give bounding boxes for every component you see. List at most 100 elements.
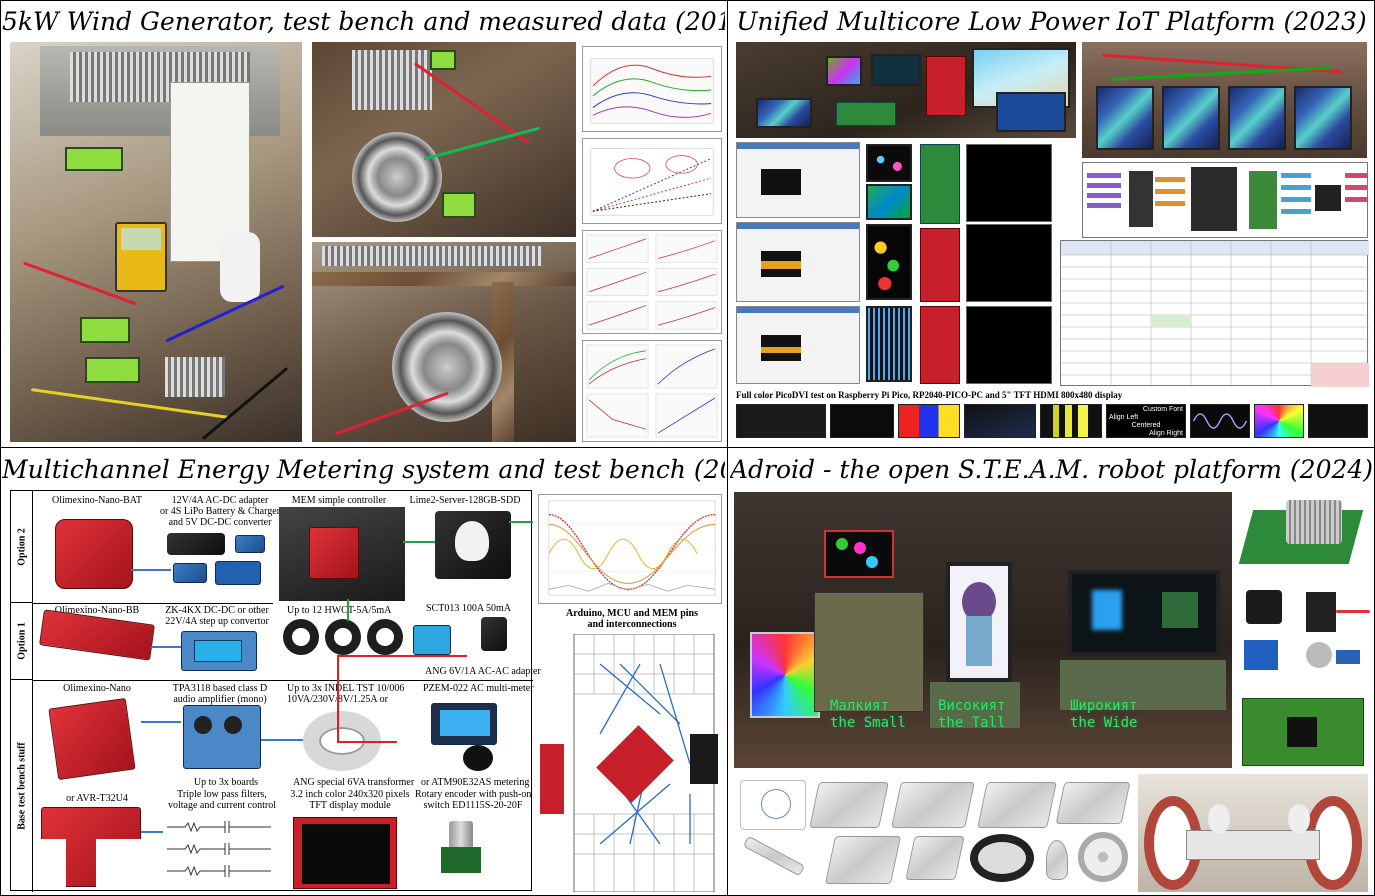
terminal-screenshot-1 — [966, 144, 1052, 222]
measured-data-chart-grid — [582, 230, 722, 334]
ac-dc-adapter — [167, 533, 225, 555]
raspberry-pi-photo — [1236, 494, 1370, 576]
picodvi-caption: Full color PicoDVI test on Raspberry Pi … — [736, 390, 1123, 400]
graphics-demo-1 — [866, 144, 912, 182]
cad-part-gear-ring — [970, 834, 1034, 882]
dvi-thumb-3 — [898, 404, 960, 438]
label-indel: Up to 3x INDEL TST 10/006 10VA/230V/8V/1… — [287, 683, 405, 705]
label-atm90e32: or ATM90E32AS metering — [421, 777, 530, 788]
label-avr-t32u4: or AVR-T32U4 — [66, 793, 128, 804]
thumb-centered: Centered — [1131, 422, 1161, 429]
arrow-bb-to-stepup — [151, 646, 181, 648]
robot-label-wide-en: the Wide — [1070, 715, 1138, 731]
pinout-diagram — [1082, 162, 1368, 238]
pins-diagram — [540, 633, 724, 893]
cad-part-6 — [905, 836, 965, 880]
dvi-thumb-5 — [1040, 404, 1102, 438]
dvi-thumb-7 — [1190, 404, 1250, 438]
iot-platform-title: Unified Multicore Low Power IoT Platform… — [736, 7, 1367, 36]
lime2-server-box — [435, 511, 511, 579]
label-filters: Triple low pass filters, voltage and cur… — [167, 789, 276, 811]
option-2-band: Option 2 — [11, 491, 33, 603]
label-tft-module: 3.2 inch color 240x320 pixels TFT displa… — [290, 789, 410, 811]
cad-part-drawing — [740, 780, 806, 830]
label-nano-bat: Olimexino-Nano-BAT — [52, 495, 142, 506]
robot-label-small-en: the Small — [830, 715, 906, 731]
avr-t32u4-board — [41, 807, 141, 887]
label-adapter: 12V/4A AC-DC adapter or 4S LiPo Battery … — [159, 495, 281, 528]
arrow-tpa-to-transformer — [261, 739, 303, 741]
robot-chassis-photo — [1138, 774, 1368, 892]
cad-parts — [734, 774, 1132, 892]
dvi-thumb-2 — [830, 404, 894, 438]
cad-part-2 — [891, 782, 975, 828]
ide-screenshot-1 — [736, 142, 860, 218]
step-up-converter — [181, 631, 257, 671]
nano-bat-board — [55, 519, 133, 589]
arrow-controller-to-server — [403, 541, 435, 543]
label-hwct: Up to 12 HWCT-5A/5mA — [287, 605, 392, 616]
graphics-demo-4 — [866, 306, 912, 382]
graphics-demo-2 — [866, 184, 912, 220]
wind-generator-panel: 5kW Wind Generator, test bench and measu… — [2, 2, 725, 445]
ac-ac-adapter — [481, 617, 507, 651]
dvi-thumb-9 — [1308, 404, 1368, 438]
label-pzem: PZEM-022 AC multi-meter — [423, 683, 534, 694]
hwct-sensor-1 — [283, 619, 319, 655]
hwct-sensor-3 — [367, 619, 403, 655]
metering-diagram: Option 2 Option 1 Base test bench stuff … — [10, 490, 541, 892]
pzem-ct-sensor — [463, 745, 493, 771]
tpa3118-amplifier — [183, 705, 261, 769]
robot-label-small-bg: Малкият — [830, 698, 890, 714]
cad-part-rail — [742, 835, 806, 877]
nano-bb-board — [39, 609, 155, 661]
label-ang-adapter: ANG 6V/1A AC-AC adapter — [425, 666, 541, 677]
robot-label-wide-bg: Широкият — [1070, 698, 1138, 714]
generator-rotor-photo — [312, 242, 576, 442]
ide-screenshot-3 — [736, 306, 860, 384]
mem-controller-photo — [279, 507, 405, 601]
nano-board — [48, 697, 136, 781]
iot-lab-photo — [736, 42, 1076, 138]
dvi-thumb-8 — [1254, 404, 1304, 438]
test-bench-photo — [10, 42, 302, 442]
benchmark-table — [1060, 240, 1369, 387]
terminal-screenshot-2 — [966, 224, 1052, 302]
robot-label-wide: Широкият the Wide — [1070, 698, 1137, 732]
cad-part-3 — [977, 782, 1057, 828]
label-lime2-server: Lime2-Server-128GB-SDD — [409, 495, 521, 506]
robot-label-tall-bg: Високият — [938, 698, 1006, 714]
cad-part-5 — [824, 836, 902, 884]
cad-part-1 — [809, 782, 889, 828]
controller-board-photo — [1236, 694, 1370, 770]
dc-dc-converter — [173, 563, 207, 583]
energy-metering-title: Multichannel Energy Metering system and … — [2, 455, 725, 484]
dvi-thumb-6: Custom Font Align Left Centered Align Ri… — [1106, 404, 1186, 438]
cad-part-shaft — [1046, 840, 1068, 880]
energy-metering-panel: Multichannel Energy Metering system and … — [2, 450, 725, 894]
label-ang-transformer: ANG special 6VA transformer — [293, 777, 415, 788]
esp32-board — [920, 228, 960, 302]
vertical-divider — [727, 0, 728, 896]
label-up-to-3x-boards: Up to 3x boards — [193, 777, 259, 788]
thumb-align-left: Align Left — [1109, 414, 1139, 421]
graphics-demo-3 — [866, 224, 912, 300]
option-1-band: Option 1 — [11, 603, 33, 680]
arrow-server-to-chart — [509, 521, 533, 523]
arrow-sensors-to-controller — [347, 599, 349, 621]
label-mem-controller: MEM simple controller — [291, 495, 387, 506]
measured-data-chart-scatter — [582, 138, 722, 224]
measured-data-chart-bottom — [582, 340, 722, 442]
robots-photo: Малкият the Small Високият the Tall Широ… — [734, 492, 1232, 768]
sct013-sensor — [413, 625, 451, 655]
energy-waveform-chart — [538, 494, 722, 604]
iot-platform-panel: Unified Multicore Low Power IoT Platform… — [730, 2, 1373, 445]
lipo-battery — [235, 535, 265, 553]
dvi-thumb-1 — [736, 404, 826, 438]
pzem-multimeter — [431, 703, 497, 745]
horizontal-divider — [0, 447, 1375, 448]
label-sct013: SCT013 100A 50mA — [426, 603, 512, 614]
wind-generator-title: 5kW Wind Generator, test bench and measu… — [2, 7, 725, 36]
battery-charger — [215, 561, 261, 585]
base-bench-band: Base test bench stuff — [11, 680, 33, 892]
